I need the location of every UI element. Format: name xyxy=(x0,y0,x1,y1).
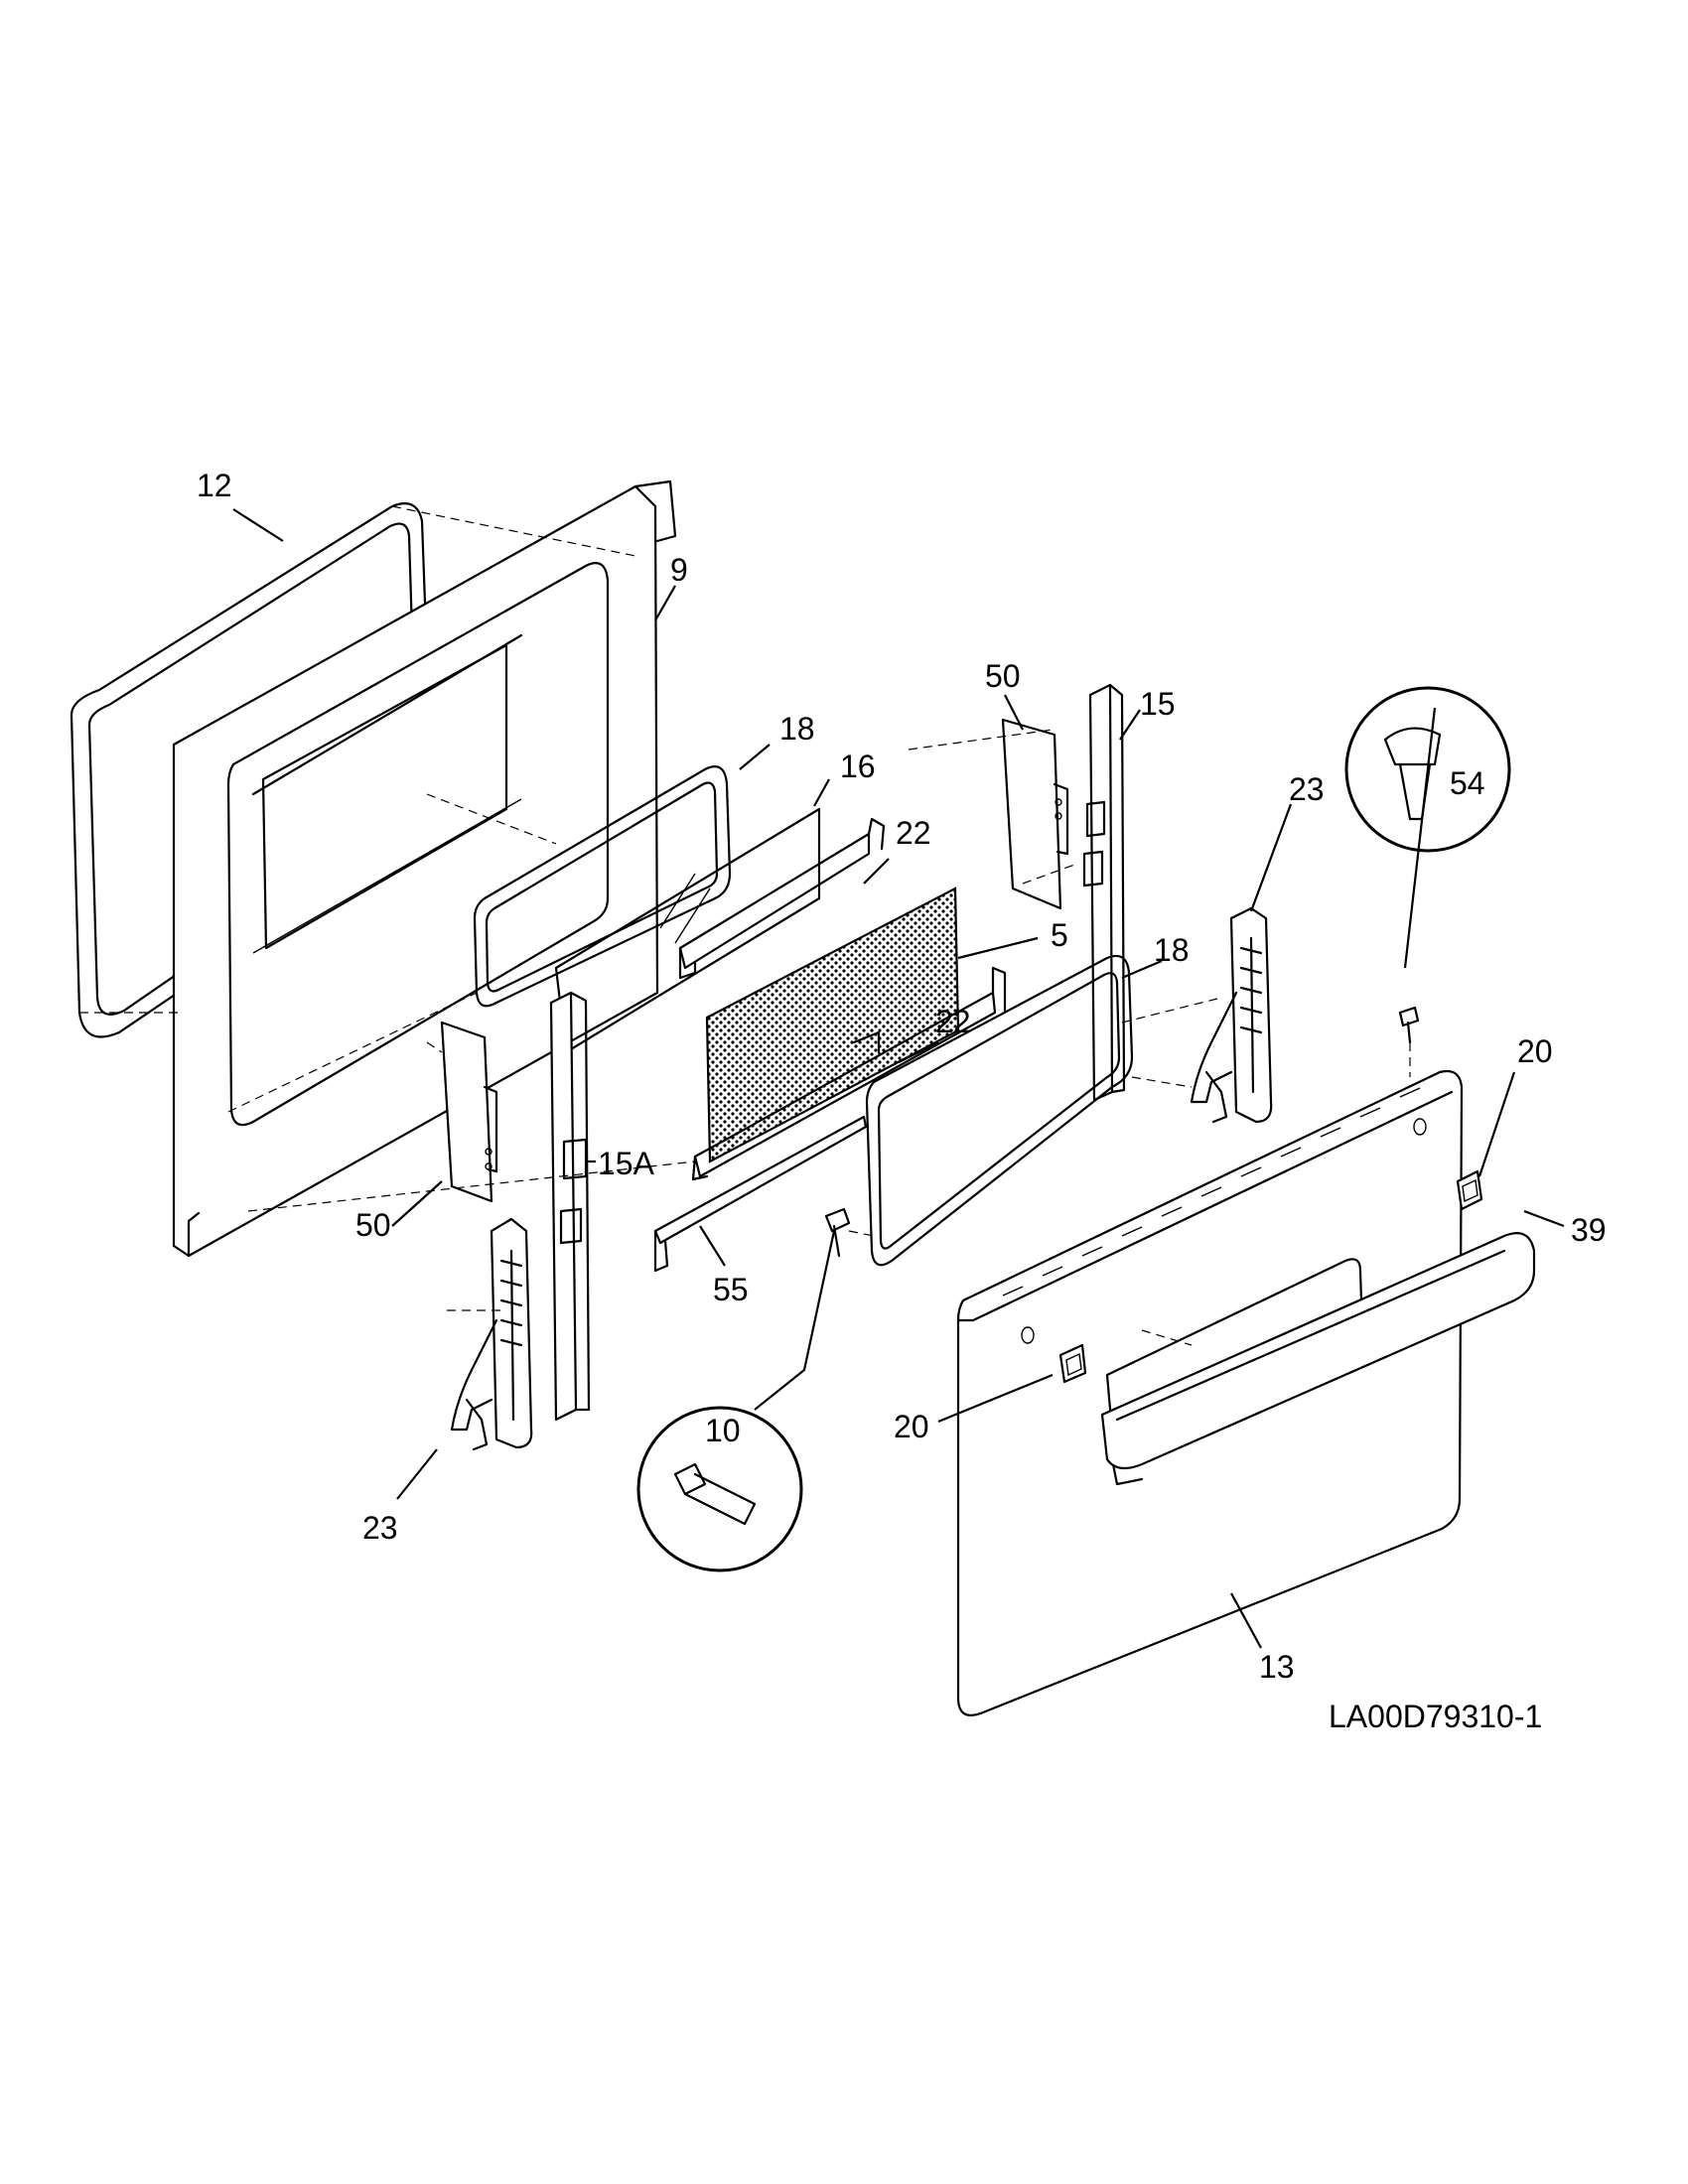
bracket-part-22-upper[interactable] xyxy=(678,817,886,980)
callout-22-lower: 22 xyxy=(935,1004,971,1039)
callout-15A: 15A xyxy=(598,1146,655,1181)
callout-15: 15 xyxy=(1140,686,1176,722)
callout-leaders xyxy=(232,508,1565,1649)
detail-circle-part-10 xyxy=(636,1406,803,1572)
side-channel-part-15A[interactable] xyxy=(549,991,591,1422)
callout-55: 55 xyxy=(713,1272,749,1307)
callout-50-upper: 50 xyxy=(985,658,1021,694)
callout-20-upper: 20 xyxy=(1517,1033,1553,1069)
side-shield-part-50-lower[interactable] xyxy=(440,1021,498,1203)
insulation-panel-part-5[interactable] xyxy=(705,887,960,1163)
endcap-part-20-upper[interactable] xyxy=(1456,1169,1483,1211)
endcap-part-20-lower[interactable] xyxy=(1058,1343,1087,1384)
window-frame-part-18-lower[interactable] xyxy=(865,954,1134,1267)
screw-part-10-small[interactable] xyxy=(824,1207,851,1258)
callout-13: 13 xyxy=(1259,1649,1295,1685)
callout-5: 5 xyxy=(1051,917,1068,953)
window-frame-part-18-upper[interactable] xyxy=(473,765,732,1008)
callout-18-upper: 18 xyxy=(779,711,815,747)
callout-23-lower: 23 xyxy=(362,1510,398,1546)
screw-part-54-small[interactable] xyxy=(1398,1006,1420,1044)
bar-part-55[interactable] xyxy=(653,1115,868,1273)
alignment-lines xyxy=(79,505,1411,1346)
callout-23-upper: 23 xyxy=(1289,771,1325,807)
callout-16: 16 xyxy=(840,749,876,784)
diagram-reference-code: LA00D79310-1 xyxy=(1329,1699,1542,1734)
inner-door-liner-part-9[interactable] xyxy=(172,479,677,1258)
callout-10: 10 xyxy=(705,1413,741,1448)
side-shield-part-50-upper[interactable] xyxy=(1001,718,1069,910)
callout-39: 39 xyxy=(1571,1212,1607,1248)
callout-12: 12 xyxy=(197,468,232,503)
callout-50-lower: 50 xyxy=(355,1207,391,1243)
callout-20-lower: 20 xyxy=(894,1409,929,1444)
callout-9: 9 xyxy=(670,552,688,588)
hinge-part-23-upper[interactable] xyxy=(1190,906,1273,1124)
callout-22-upper: 22 xyxy=(896,815,931,851)
door-handle-part-39[interactable] xyxy=(1100,1232,1536,1470)
callout-18-lower: 18 xyxy=(1154,932,1190,968)
callout-labels: 12 9 50 15 18 16 22 5 23 54 18 22 20 15A… xyxy=(197,468,1607,1685)
hinge-part-23-lower[interactable] xyxy=(450,1217,533,1451)
side-channel-part-15[interactable] xyxy=(1082,683,1126,1102)
callout-54: 54 xyxy=(1450,765,1485,801)
bracket-part-22-lower[interactable] xyxy=(691,966,1007,1181)
